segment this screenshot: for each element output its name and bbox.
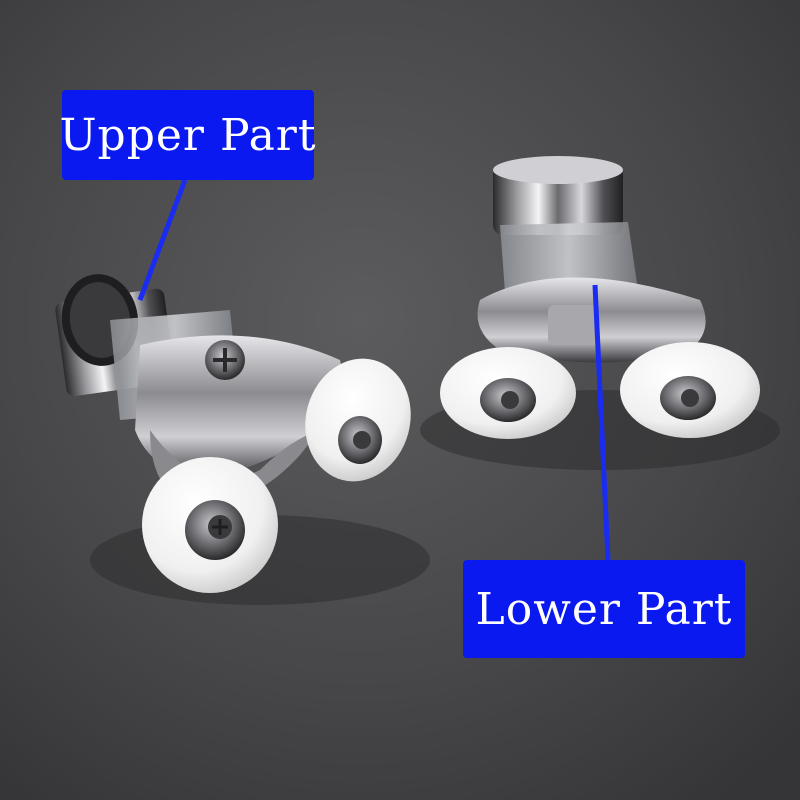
left-chrome-body — [135, 335, 343, 480]
right-assembly-right-wheel — [620, 342, 760, 438]
upper-part-pointer-line — [137, 179, 188, 301]
left-assembly-front-wheel — [142, 457, 278, 593]
upper-part-label: Upper Part — [59, 90, 316, 180]
right-roller-assembly — [420, 156, 780, 470]
right-plastic-ring — [500, 222, 638, 292]
left-roller-assembly — [55, 274, 430, 605]
lower-part-label: Lower Part — [463, 560, 745, 658]
left-assembly-back-wheel — [305, 358, 411, 482]
right-center-nut — [548, 305, 598, 345]
right-assembly-left-wheel — [440, 347, 576, 439]
lower-part-pointer-line — [592, 284, 611, 561]
right-cylinder — [493, 156, 623, 235]
